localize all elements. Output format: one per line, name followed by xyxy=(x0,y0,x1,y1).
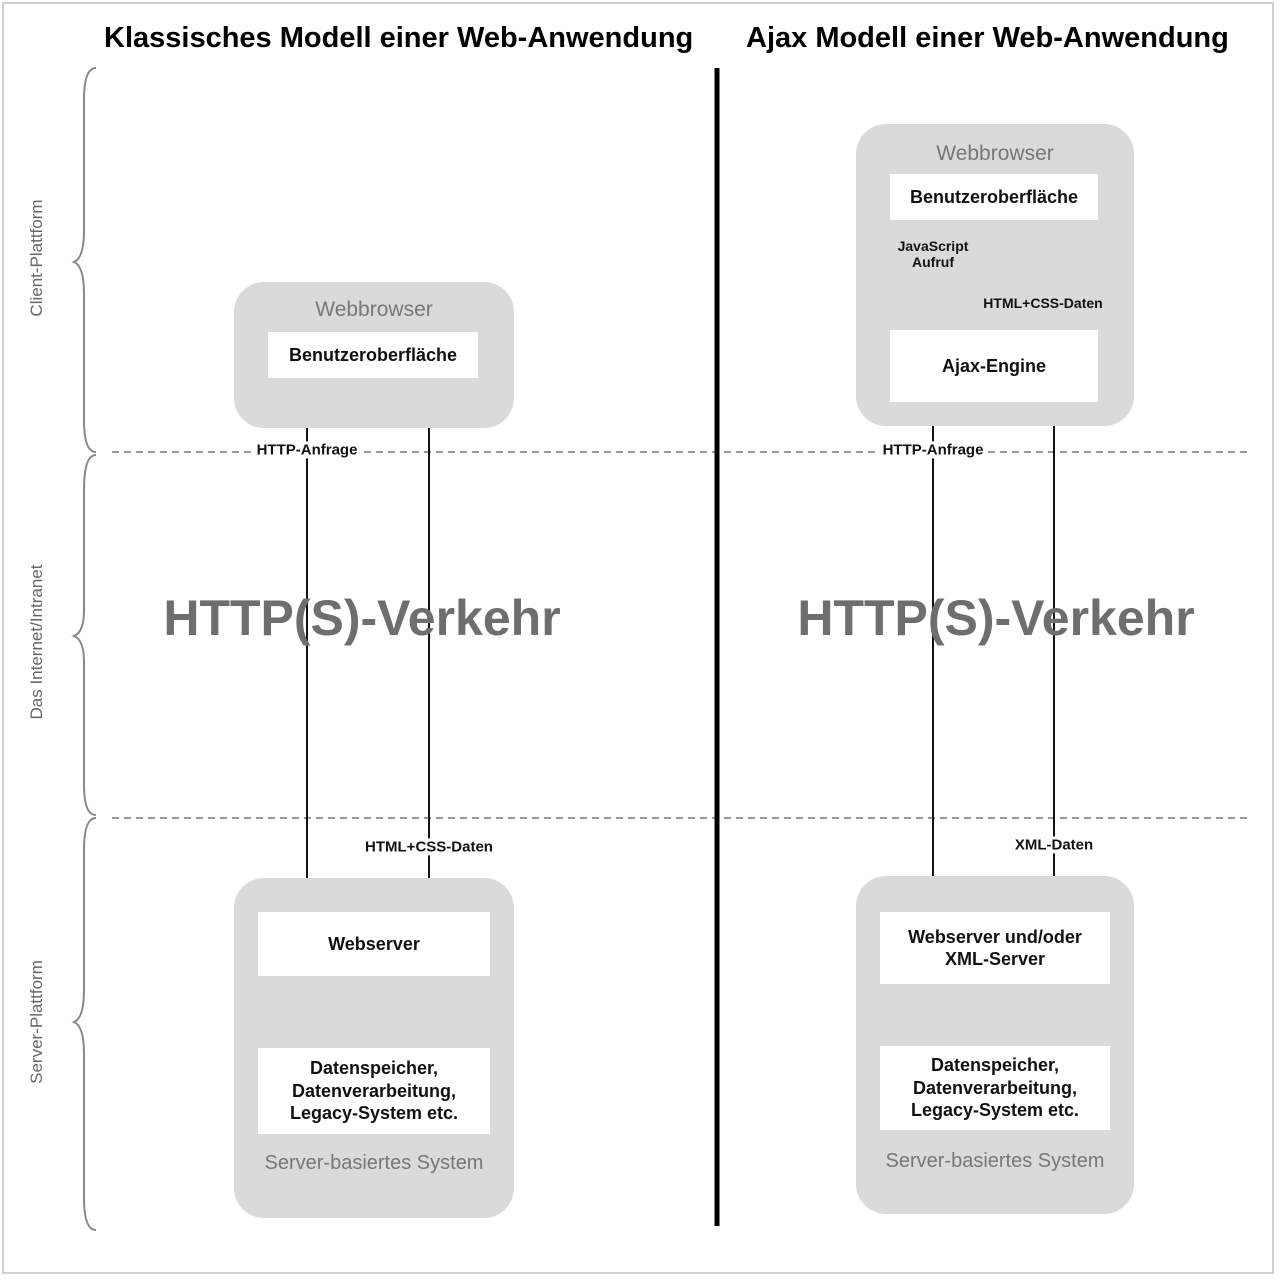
ajax-server-system-title: Server-basiertes System xyxy=(885,1150,1105,1172)
classic-response-label: HTML+CSS-Daten xyxy=(361,838,497,856)
ajax-engine-box: Ajax-Engine xyxy=(890,330,1098,402)
classic-webserver-box: Webserver xyxy=(258,912,490,976)
ajax-storage-box: Datenspeicher, Datenverarbeitung, Legacy… xyxy=(880,1046,1110,1130)
ajax-html-css-label: HTML+CSS-Daten xyxy=(979,294,1107,312)
ajax-title: Ajax Modell einer Web-Anwendung xyxy=(746,22,1229,54)
ajax-webserver-box: Webserver und/oder XML-Server xyxy=(880,912,1110,984)
classic-webbrowser-title: Webbrowser xyxy=(315,298,433,321)
ajax-ui-box: Benutzeroberfläche xyxy=(890,174,1098,220)
server-brace xyxy=(71,817,97,1231)
classic-traffic-label: HTTP(S)-Verkehr xyxy=(163,590,561,646)
ajax-traffic-label: HTTP(S)-Verkehr xyxy=(797,590,1195,646)
ajax-webbrowser-title: Webbrowser xyxy=(936,142,1054,165)
classic-server-system-title: Server-basiertes System xyxy=(264,1152,484,1174)
classic-storage-box: Datenspeicher, Datenverarbeitung, Legacy… xyxy=(258,1048,490,1134)
classic-request-label: HTTP-Anfrage xyxy=(252,441,362,459)
client-brace xyxy=(71,67,97,453)
internet-brace xyxy=(71,454,97,816)
ajax-request-label: HTTP-Anfrage xyxy=(878,441,988,459)
ajax-js-call-label: JavaScript Aufruf xyxy=(897,237,969,270)
ajax-xml-label: XML-Daten xyxy=(1010,836,1098,854)
classic-ui-box: Benutzeroberfläche xyxy=(268,332,478,378)
classic-title: Klassisches Modell einer Web-Anwendung xyxy=(104,22,694,54)
